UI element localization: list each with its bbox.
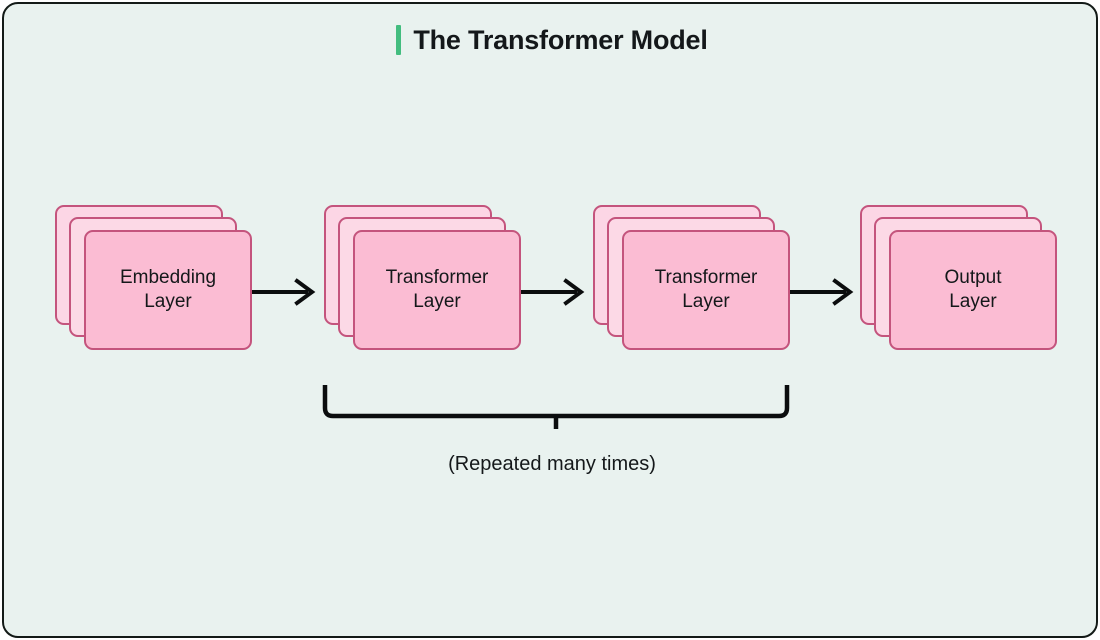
card-front[interactable]: Transformer Layer bbox=[622, 230, 790, 350]
card-front[interactable]: Transformer Layer bbox=[353, 230, 521, 350]
bracket-caption: (Repeated many times) bbox=[448, 453, 656, 475]
diagram-title: The Transformer Model bbox=[4, 18, 1096, 62]
page-title: The Transformer Model bbox=[413, 24, 708, 55]
repeat-bracket bbox=[322, 385, 790, 429]
arrow-right-icon bbox=[252, 278, 316, 306]
node-label: Output Layer bbox=[944, 267, 1002, 312]
node-transformer-layer-1[interactable]: Transformer Layer bbox=[324, 205, 521, 351]
node-label: Transformer Layer bbox=[385, 267, 489, 312]
node-label: Embedding Layer bbox=[119, 267, 217, 312]
node-output-layer[interactable]: Output Layer bbox=[860, 205, 1057, 351]
node-transformer-layer-2[interactable]: Transformer Layer bbox=[593, 205, 790, 351]
node-label: Transformer Layer bbox=[654, 267, 758, 312]
card-front[interactable]: Output Layer bbox=[889, 230, 1057, 350]
node-embedding-layer[interactable]: Embedding Layer bbox=[55, 205, 252, 351]
arrow-right-icon bbox=[790, 278, 854, 306]
title-accent-bar bbox=[396, 25, 402, 55]
card-front[interactable]: Embedding Layer bbox=[84, 230, 252, 350]
arrow-right-icon bbox=[521, 278, 585, 306]
